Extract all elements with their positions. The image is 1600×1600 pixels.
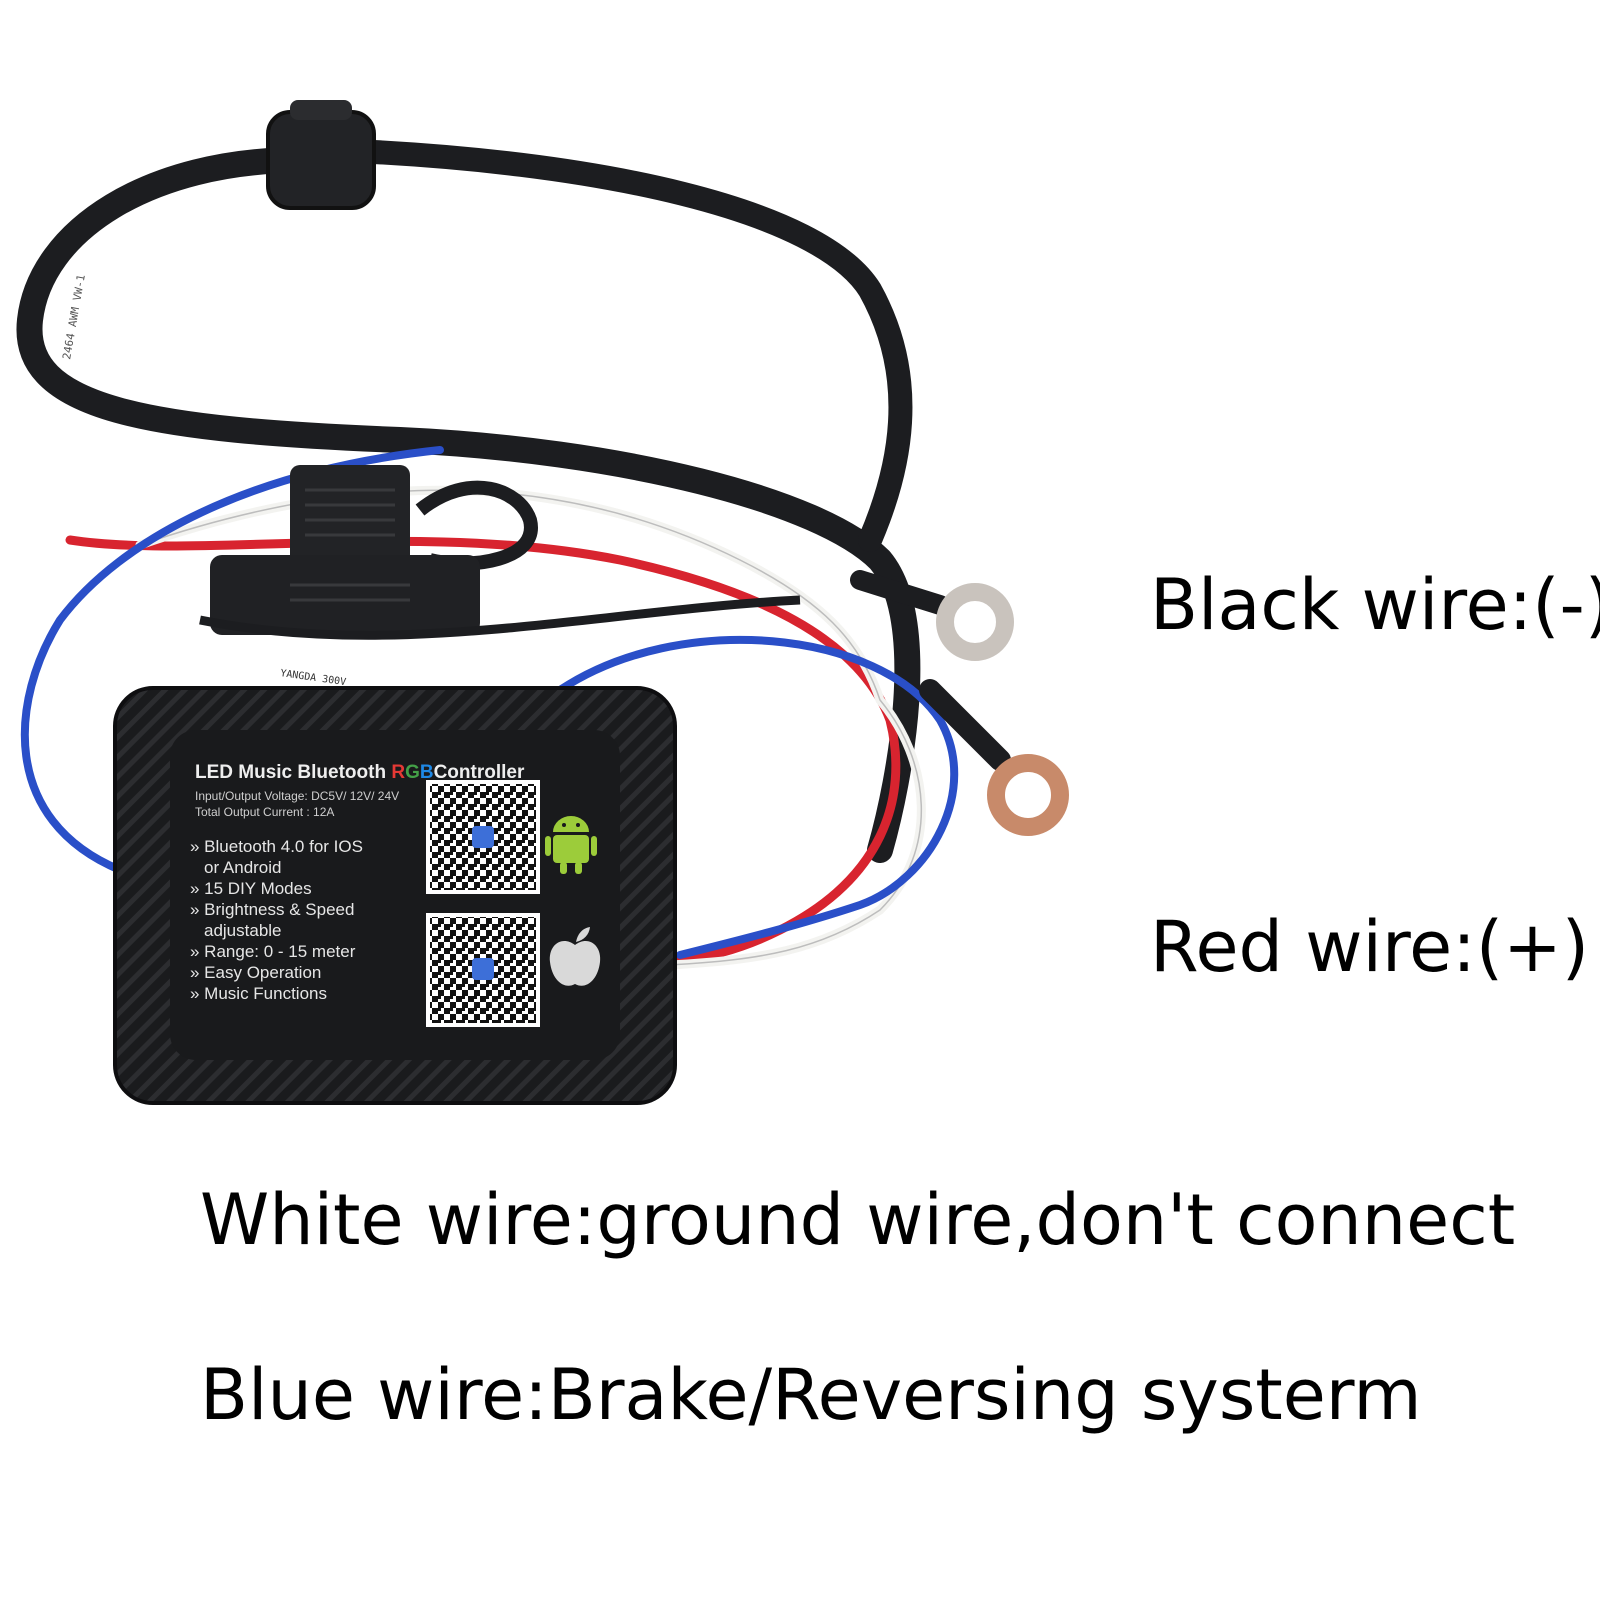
feature-item: adjustable: [204, 921, 282, 940]
apple-icon: [549, 927, 601, 986]
rgb-letter-g: G: [405, 762, 420, 783]
black-cable-loop: [16, 147, 921, 863]
white-cable-print: YANGDA 300V: [280, 668, 347, 688]
feature-item: » Range: 0 - 15 meter: [190, 942, 356, 961]
black-lead-wire: [199, 595, 801, 640]
black-cable-print: 2464 AWM VW-1: [60, 273, 88, 360]
black-cable-upper: [318, 138, 913, 552]
feature-item: » 15 DIY Modes: [190, 879, 312, 898]
fuse-holder: [210, 465, 538, 635]
controller-box: LED Music Bluetooth RGBController Input/…: [113, 686, 677, 1105]
controller-title: LED Music Bluetooth RGBController: [195, 762, 525, 783]
controller-spec-current: Total Output Current : 12A: [195, 805, 334, 819]
ring-terminal-black: [850, 570, 1014, 661]
rgb-letter-r: R: [391, 762, 405, 783]
caption-blue-wire: Blue wire:Brake/Reversing systerm: [200, 1354, 1422, 1436]
feature-item: » Music Functions: [190, 984, 327, 1003]
qr-code-android: [426, 780, 540, 894]
ring-terminal-red: [919, 679, 1069, 836]
rgb-letter-b: B: [420, 762, 434, 783]
feature-item: » Bluetooth 4.0 for IOS: [190, 837, 363, 856]
android-icon: [545, 816, 597, 874]
controller-spec-voltage: Input/Output Voltage: DC5V/ 12V/ 24V: [195, 789, 399, 803]
cable-grommet: [266, 110, 376, 210]
feature-item: or Android: [204, 858, 282, 877]
feature-item: » Easy Operation: [190, 963, 321, 982]
caption-white-wire: White wire:ground wire,don't connect: [200, 1179, 1516, 1261]
caption-red-wire: Red wire:(+): [1150, 906, 1590, 988]
feature-list: » Bluetooth 4.0 for IOS or Android » 15 DI…: [190, 837, 363, 1003]
feature-item: » Brightness & Speed: [190, 900, 354, 919]
caption-black-wire: Black wire:(-): [1150, 564, 1600, 646]
